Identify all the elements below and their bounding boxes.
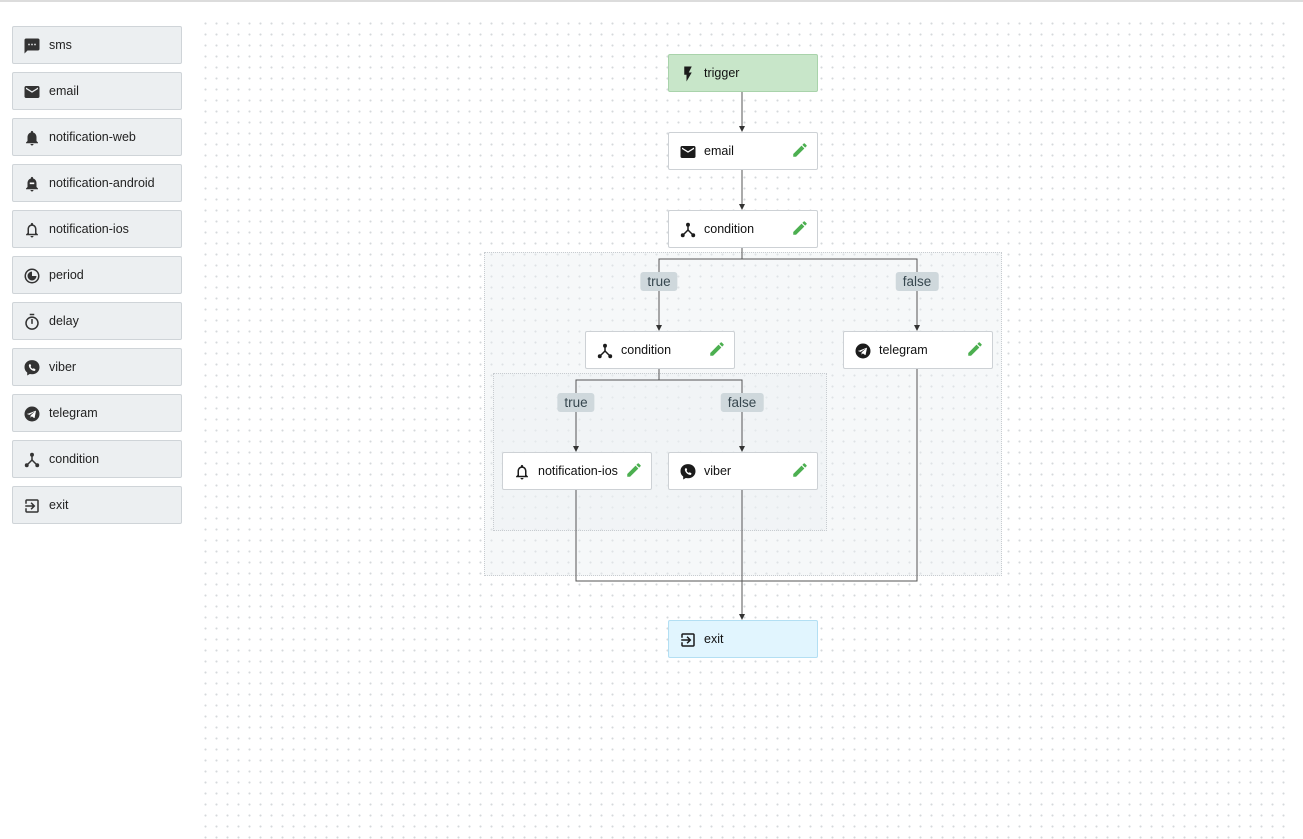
- palette-item-label: telegram: [49, 406, 98, 420]
- palette-item-label: period: [49, 268, 84, 282]
- palette-item-label: condition: [49, 452, 100, 466]
- pencil-icon[interactable]: [708, 340, 726, 358]
- palette-item-notification-web[interactable]: notification-web: [12, 118, 182, 156]
- branch-label-true: true: [557, 393, 595, 412]
- bell-android-icon: [23, 175, 41, 193]
- palette-item-notification-ios[interactable]: notification-ios: [12, 210, 182, 248]
- branch-label-false: false: [720, 393, 764, 412]
- node-label: condition: [621, 343, 672, 357]
- palette-item-exit[interactable]: exit: [12, 486, 182, 524]
- pencil-icon[interactable]: [966, 340, 984, 358]
- node-label: condition: [704, 222, 755, 236]
- palette-item-viber[interactable]: viber: [12, 348, 182, 386]
- bell-ios-icon: [513, 463, 531, 481]
- viber-icon: [23, 359, 41, 377]
- palette-item-period[interactable]: period: [12, 256, 182, 294]
- exit-icon: [679, 631, 697, 649]
- branch-label-false: false: [895, 272, 939, 291]
- node-label: telegram: [879, 343, 928, 357]
- timer-icon: [23, 313, 41, 331]
- email-icon: [23, 83, 41, 101]
- exit-icon: [23, 497, 41, 515]
- pencil-icon[interactable]: [791, 219, 809, 237]
- top-border: [0, 0, 1303, 2]
- pencil-icon[interactable]: [625, 461, 643, 479]
- node-label: email: [704, 144, 734, 158]
- pencil-icon[interactable]: [791, 461, 809, 479]
- email-icon: [679, 143, 697, 161]
- palette-item-notification-android[interactable]: notification-android: [12, 164, 182, 202]
- node-label: notification-ios: [538, 464, 618, 478]
- palette-item-sms[interactable]: sms: [12, 26, 182, 64]
- condition-node[interactable]: condition: [585, 331, 735, 369]
- lightning-icon: [679, 65, 697, 83]
- palette-item-label: sms: [49, 38, 72, 52]
- notification-ios-node[interactable]: notification-ios: [502, 452, 652, 490]
- telegram-icon: [854, 342, 872, 360]
- palette-item-label: notification-android: [49, 176, 155, 190]
- viber-icon: [679, 463, 697, 481]
- palette-item-label: notification-ios: [49, 222, 129, 236]
- condition-icon: [679, 221, 697, 239]
- palette-item-email[interactable]: email: [12, 72, 182, 110]
- bell-icon: [23, 129, 41, 147]
- sms-icon: [23, 37, 41, 55]
- palette-item-telegram[interactable]: telegram: [12, 394, 182, 432]
- condition-node[interactable]: condition: [668, 210, 818, 248]
- node-label: viber: [704, 464, 732, 478]
- period-icon: [23, 267, 41, 285]
- trigger-node[interactable]: trigger: [668, 54, 818, 92]
- palette-item-label: delay: [49, 314, 79, 328]
- palette-item-label: viber: [49, 360, 77, 374]
- viber-node[interactable]: viber: [668, 452, 818, 490]
- exit-node[interactable]: exit: [668, 620, 818, 658]
- palette-item-delay[interactable]: delay: [12, 302, 182, 340]
- node-label: exit: [704, 632, 724, 646]
- palette-item-label: email: [49, 84, 79, 98]
- pencil-icon[interactable]: [791, 141, 809, 159]
- condition-icon: [23, 451, 41, 469]
- branch-label-true: true: [640, 272, 678, 291]
- node-palette: sms email notification-web notification-…: [12, 26, 182, 532]
- email-node[interactable]: email: [668, 132, 818, 170]
- bell-ios-icon: [23, 221, 41, 239]
- telegram-node[interactable]: telegram: [843, 331, 993, 369]
- palette-item-label: exit: [49, 498, 69, 512]
- palette-item-label: notification-web: [49, 130, 136, 144]
- condition-icon: [596, 342, 614, 360]
- node-label: trigger: [704, 66, 740, 80]
- palette-item-condition[interactable]: condition: [12, 440, 182, 478]
- telegram-icon: [23, 405, 41, 423]
